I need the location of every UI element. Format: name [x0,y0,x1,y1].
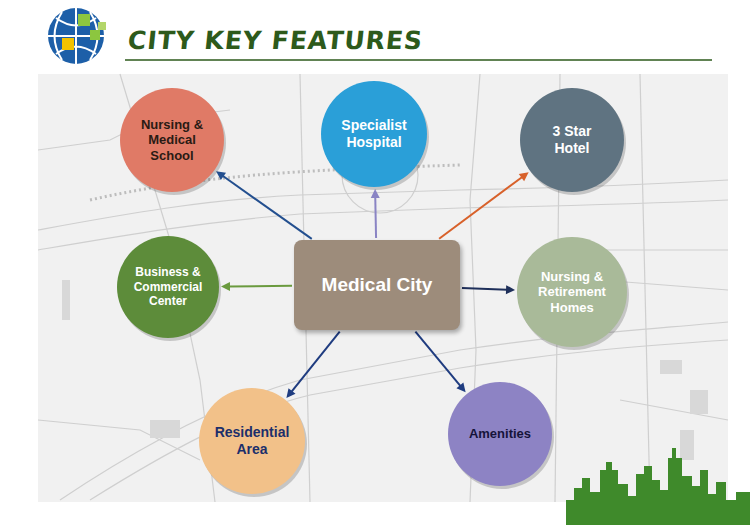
skyline [566,448,750,525]
arrow-connector [462,285,515,294]
globe-logo [48,8,106,64]
node-label: Medical City [304,274,450,297]
arrow-connector [286,332,339,399]
feature-circle: Specialist Hospital [321,81,427,187]
node-label: Residential Area [213,424,291,458]
node-label: Nursing & Retirement Homes [532,269,613,316]
page-title: CITY KEY FEATURES [126,26,424,55]
node-label: Specialist Hospital [335,117,413,151]
node-label: Business & Commercial Center [131,265,206,308]
center-box: Medical City [294,240,460,330]
arrow-connector [371,189,380,238]
map-area [38,74,728,502]
feature-circle: 3 Star Hotel [520,88,624,192]
node-label: Amenities [462,426,539,442]
title-rule [125,59,712,61]
arrow-connector [216,171,312,239]
node-label: Nursing & Medical School [134,117,211,164]
feature-circle: Nursing & Retirement Homes [517,237,627,347]
feature-circle: Residential Area [199,388,305,494]
node-label: 3 Star Hotel [534,123,611,157]
feature-circle: Nursing & Medical School [120,88,224,192]
feature-circle: Amenities [448,382,552,486]
arrow-connector [415,332,465,393]
arrow-connector [221,282,292,291]
arrow-connector [439,172,529,239]
feature-circle: Business & Commercial Center [117,236,219,338]
